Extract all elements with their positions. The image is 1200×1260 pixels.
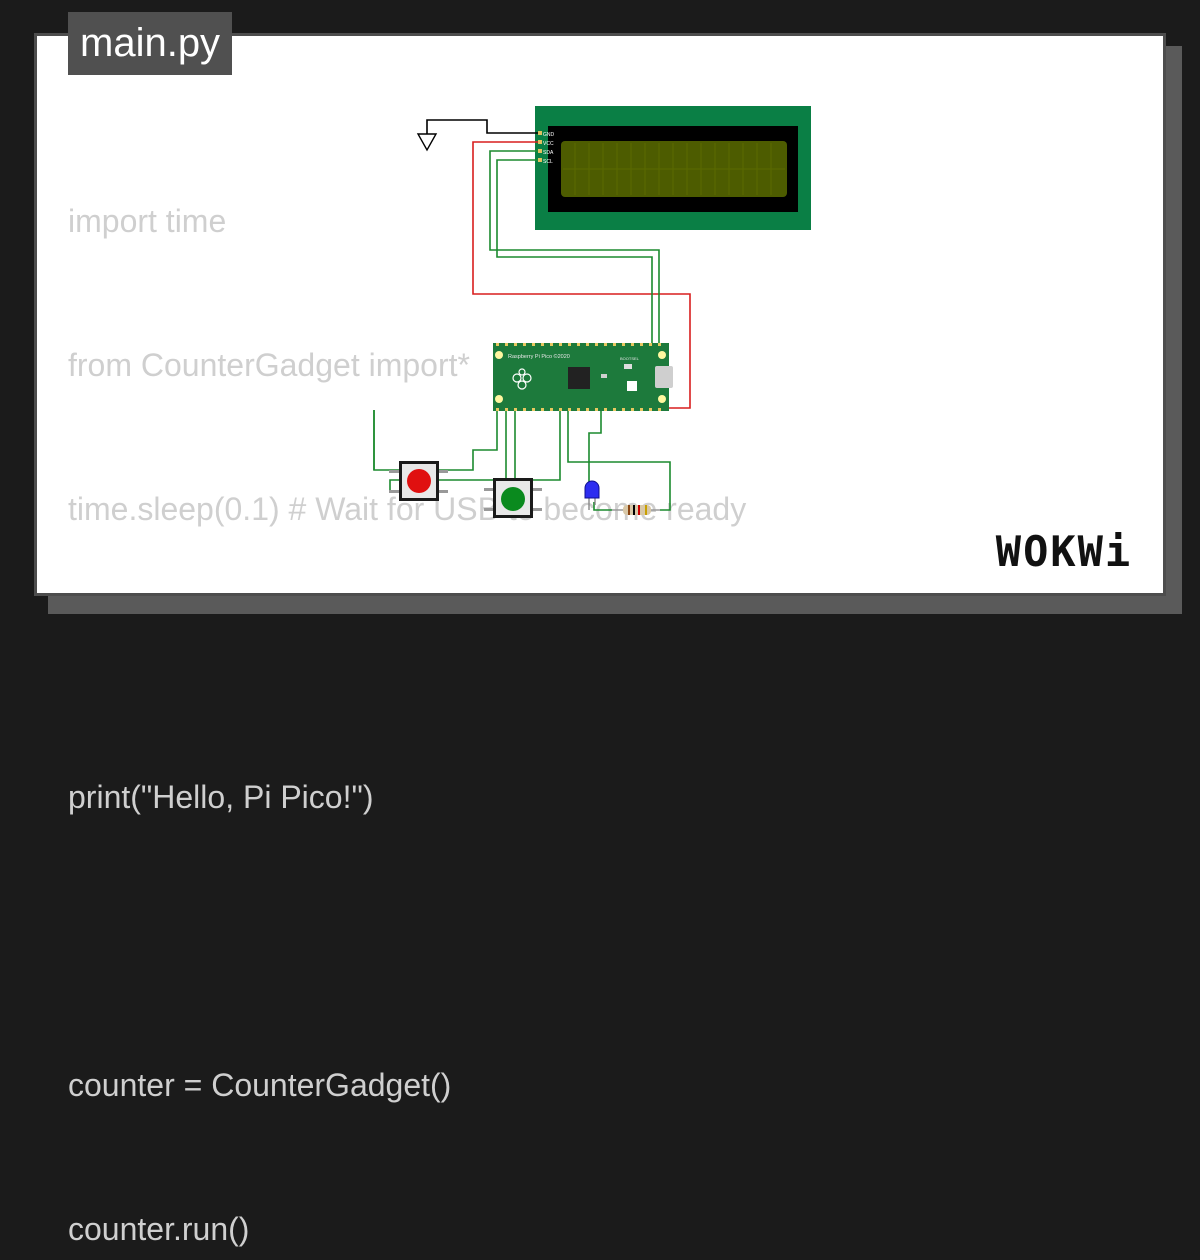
wire-led[interactable] (588, 411, 602, 482)
blue-led[interactable] (584, 480, 600, 510)
wokwi-logo: WOKWi (976, 526, 1152, 578)
mounting-hole (495, 395, 503, 403)
mounting-hole (495, 351, 503, 359)
resistor-band (628, 505, 630, 515)
code-line: import time (68, 203, 227, 239)
pico-label: Raspberry Pi Pico ©2020 (508, 353, 570, 360)
pico-chip (568, 367, 590, 389)
button-leg (532, 488, 542, 491)
pico-bootsel-label: BOOTSEL (620, 356, 640, 361)
wokwi-logo-text: WOKWi (995, 527, 1133, 576)
lcd-pin-label: SDA (543, 150, 554, 156)
lcd-pin (538, 149, 542, 153)
wire-resistor[interactable] (567, 411, 671, 511)
button-leg (484, 488, 494, 491)
code-line (68, 629, 746, 677)
red-push-button[interactable] (389, 461, 448, 501)
raspberry-pi-pico[interactable]: Raspberry Pi Pico ©2020 BOOTSEL (493, 343, 673, 411)
lcd-pin-label: GND (543, 132, 555, 138)
code-line: counter.run() (68, 1211, 250, 1247)
code-line (68, 917, 746, 965)
wire-scl[interactable] (496, 159, 653, 345)
lcd-pin (538, 140, 542, 144)
lcd-pin (538, 158, 542, 162)
pico-pins-top (496, 343, 661, 346)
wire-sda[interactable] (489, 150, 660, 345)
ground-symbol (416, 119, 538, 152)
lcd-pin-label: VCC (543, 141, 554, 147)
wire-gnd[interactable] (426, 119, 538, 134)
wire-vcc[interactable] (472, 141, 691, 409)
code-line: print("Hello, Pi Pico!") (68, 779, 374, 815)
usb-port (655, 366, 673, 388)
lcd-pin-label: SCL (543, 159, 553, 165)
green-push-button[interactable] (484, 478, 542, 518)
code-line: counter = CounterGadget() (68, 1067, 452, 1103)
file-tab-main-py[interactable]: main.py (68, 12, 233, 75)
resistor-band (638, 505, 640, 515)
button-cap (407, 469, 431, 493)
resistor[interactable] (612, 505, 660, 515)
led-body (584, 480, 600, 499)
lcd-display[interactable]: GND VCC SDA SCL (535, 106, 811, 230)
circuit-diagram: GND VCC SDA SCL Raspberry Pi Pico ©2020 … (373, 106, 811, 518)
resistor-band (633, 505, 635, 515)
pico-led (624, 364, 632, 369)
button-leg (438, 490, 448, 493)
lcd-char-grid (563, 143, 785, 195)
button-leg (484, 508, 494, 511)
pico-pins-bottom (496, 408, 661, 411)
mounting-hole (658, 395, 666, 403)
wire-led-gnd (593, 502, 612, 511)
ground-icon (416, 133, 438, 152)
raspberry-logo-icon (512, 368, 532, 390)
button-leg (389, 490, 399, 493)
bootsel-button[interactable] (627, 381, 637, 391)
mounting-hole (658, 351, 666, 359)
lcd-pin (538, 131, 542, 135)
pico-component (601, 374, 607, 378)
button-cap (501, 487, 525, 511)
resistor-band (645, 505, 647, 515)
button-leg (438, 470, 448, 473)
button-leg (532, 508, 542, 511)
lcd-pin-header: GND VCC SDA SCL (538, 131, 555, 165)
button-leg (389, 470, 399, 473)
code-line: from CounterGadget import* (68, 347, 470, 383)
code-line: time.sleep(0.1) # Wait for USB to become… (68, 491, 747, 527)
wire-red-button-gnd[interactable] (389, 411, 561, 490)
